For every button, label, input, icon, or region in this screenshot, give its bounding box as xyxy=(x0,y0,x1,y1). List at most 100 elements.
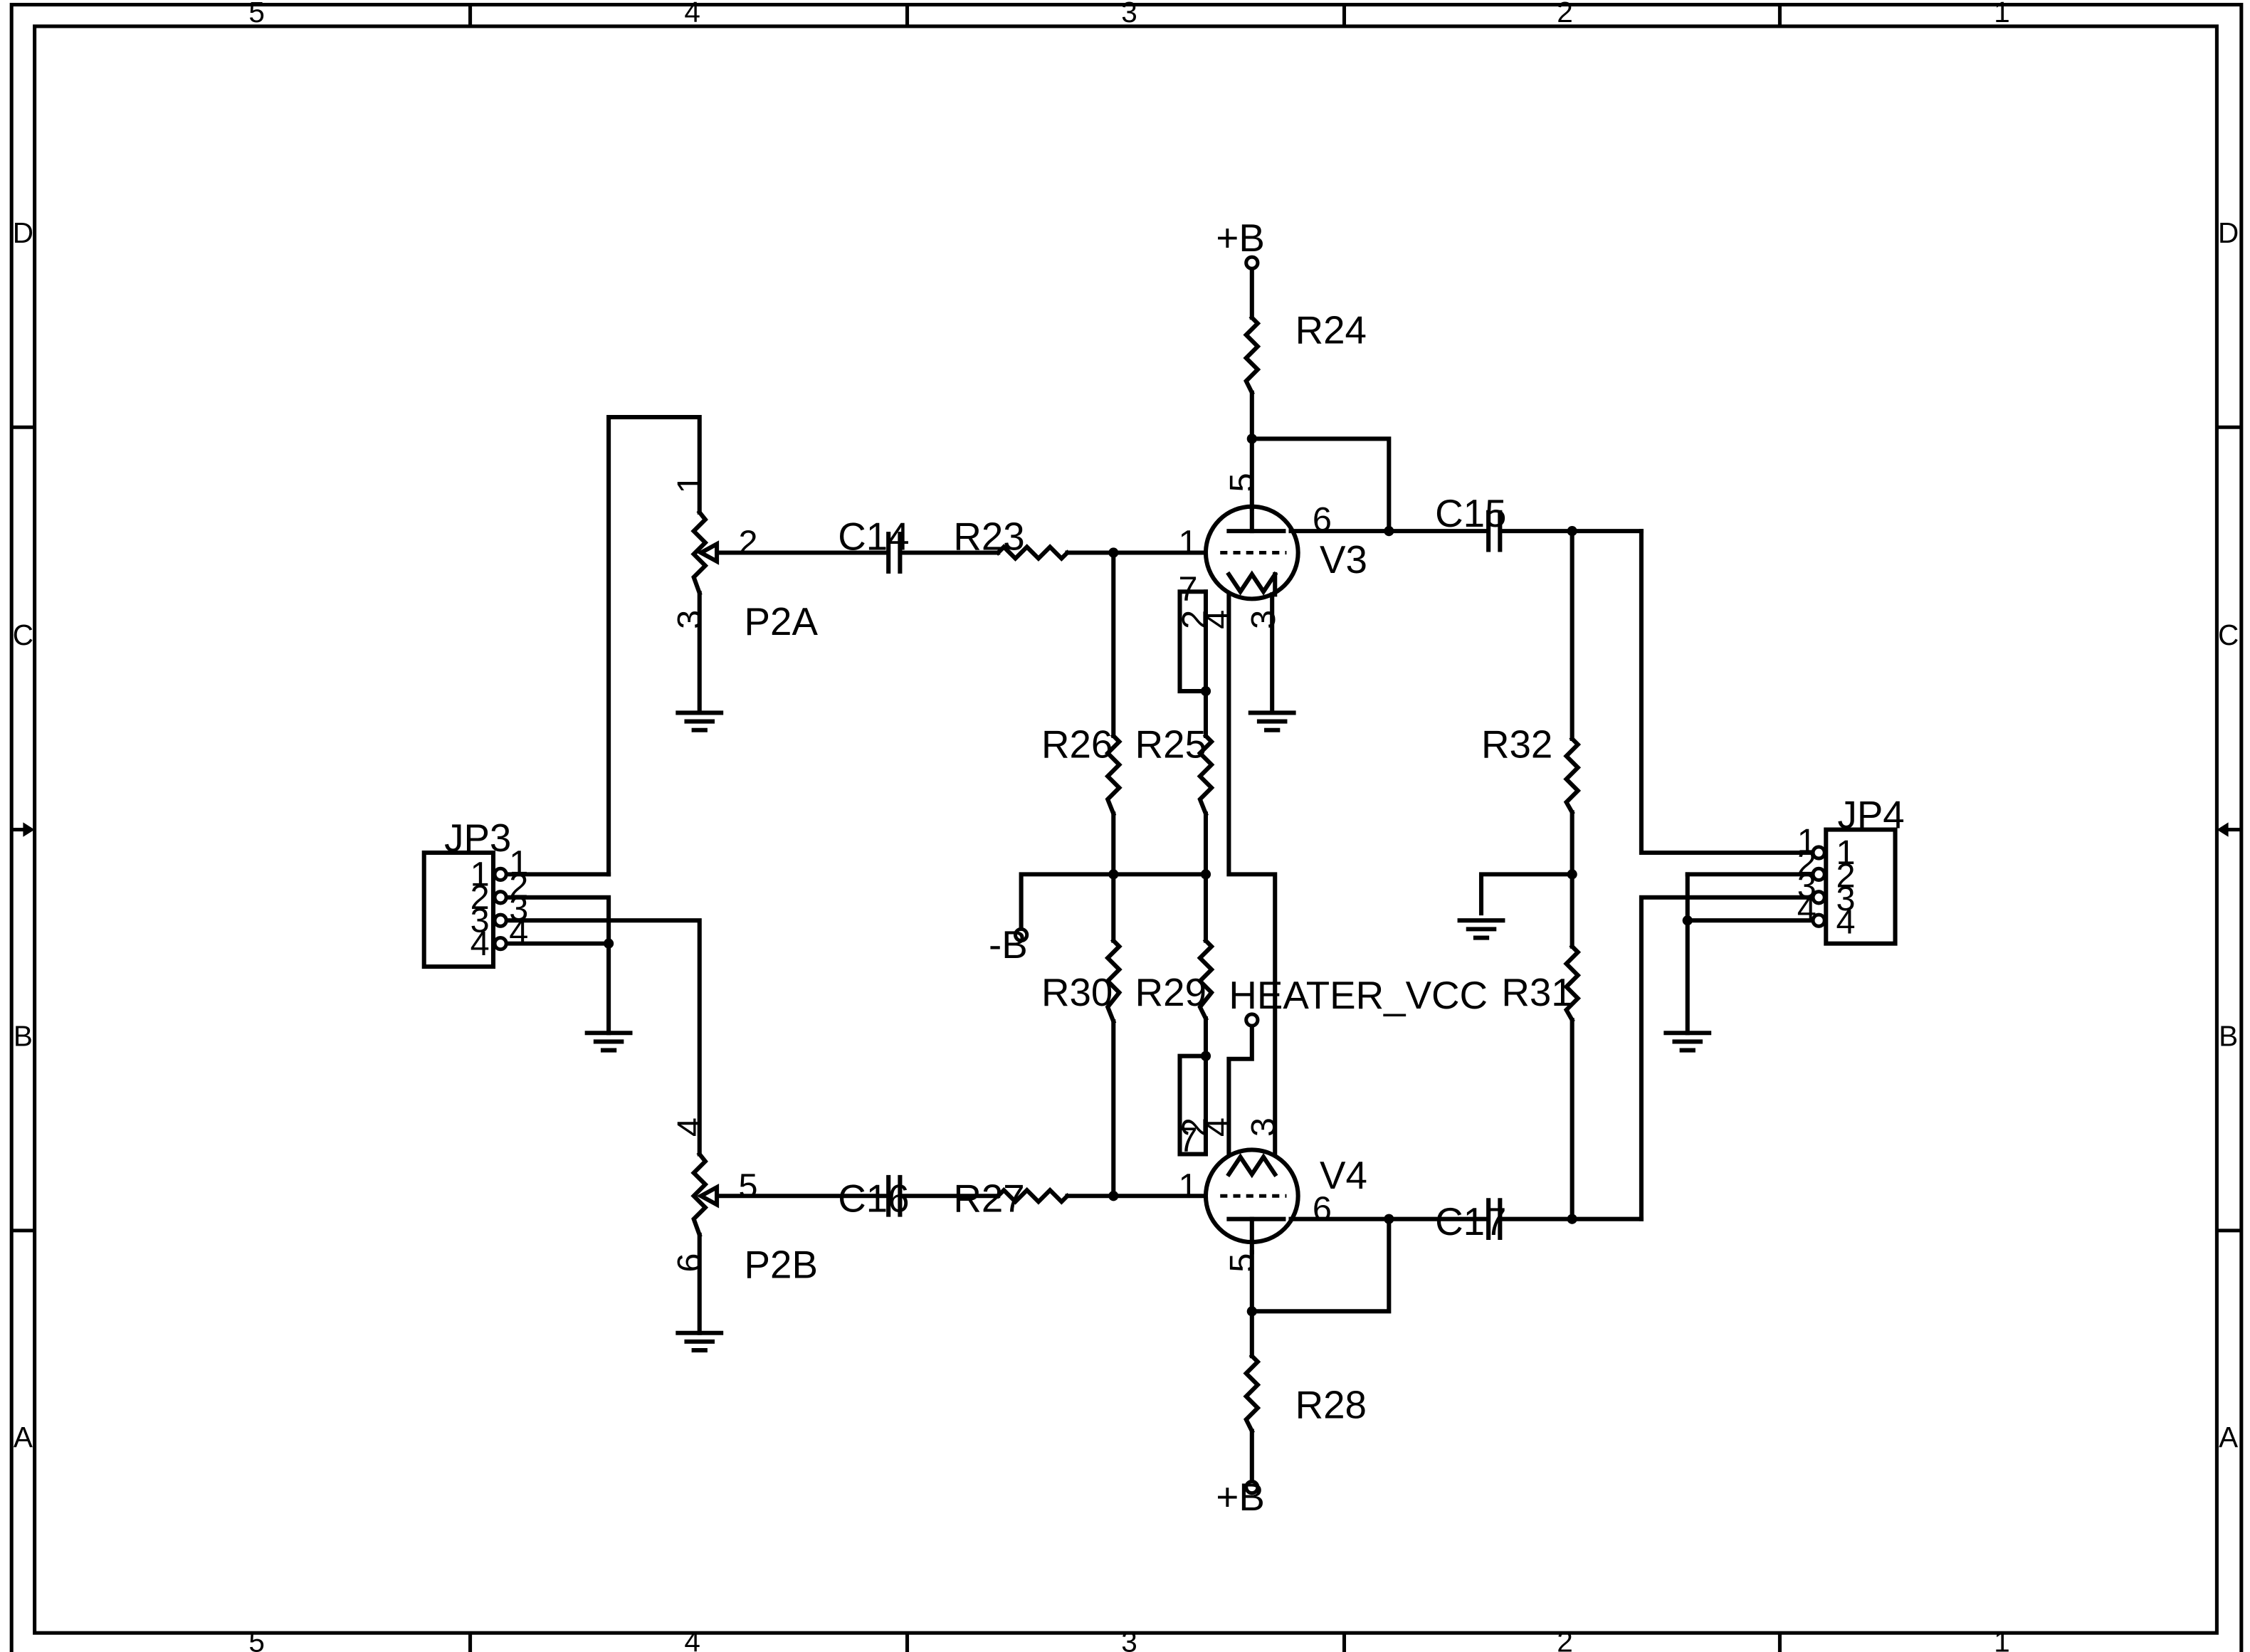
label-r25: R25 xyxy=(1135,722,1207,766)
capacitor-symbols xyxy=(886,510,1503,1241)
label-p2a: P2A xyxy=(745,599,819,643)
label-p2b: P2B xyxy=(745,1243,818,1287)
center-arrow-left xyxy=(23,822,35,837)
zone-col-top-5: 5 xyxy=(248,0,265,28)
b-minus-terminal-icon xyxy=(1013,927,1029,943)
zone-labels: 5 4 3 2 1 5 4 3 2 1 D C B A D C B A xyxy=(13,0,2239,1652)
v4-pin-grid: 1 xyxy=(1178,1167,1197,1205)
tube-v4-symbol xyxy=(1203,1147,1300,1255)
zone-col-bottom-5: 5 xyxy=(248,1626,265,1652)
jp4-inner-pin-2: 2 xyxy=(1836,857,1855,895)
net-b-plus-top: +B xyxy=(1216,216,1264,260)
jp3-inner-pin-3: 3 xyxy=(470,901,490,940)
jp3-body xyxy=(421,850,496,969)
label-r28: R28 xyxy=(1295,1382,1367,1426)
v4-pin-2: 2 xyxy=(1175,1117,1214,1137)
label-r31: R31 xyxy=(1501,970,1572,1014)
p2a-wiper-arrow xyxy=(696,540,720,565)
ground-icon xyxy=(584,1031,633,1053)
resistor-symbols xyxy=(690,314,1582,1434)
jp4-outer-pin-2: 2 xyxy=(1797,843,1817,882)
label-r24: R24 xyxy=(1295,308,1367,352)
label-jp4: JP4 xyxy=(1837,793,1904,837)
b-plus-top-terminal-icon xyxy=(1244,255,1260,270)
p2b-pin-bottom: 6 xyxy=(671,1253,709,1273)
zone-row-left-d: D xyxy=(13,216,33,249)
zone-row-left-c: C xyxy=(13,619,33,651)
jp3-inner-pin-4: 4 xyxy=(470,925,490,963)
net-heater-vcc: HEATER_VCC xyxy=(1229,973,1488,1017)
c17-symbol xyxy=(1486,1198,1503,1241)
label-c16: C16 xyxy=(838,1177,909,1221)
p2b-pin-top: 4 xyxy=(671,1117,709,1137)
heater-terminal-icon xyxy=(1244,1012,1260,1028)
jp4-outer-pin-4: 4 xyxy=(1797,890,1817,928)
ground-icon xyxy=(1663,1031,1712,1053)
p2a-pin-top: 1 xyxy=(671,474,709,493)
label-c14: C14 xyxy=(838,514,909,558)
zone-row-right-c: C xyxy=(2218,619,2239,651)
jp4-outer-pin-1: 1 xyxy=(1797,822,1817,861)
v3-pin-grid: 1 xyxy=(1178,524,1197,562)
jp4-inner-pin-3: 3 xyxy=(1836,880,1855,918)
net-b-plus-bottom: +B xyxy=(1216,1475,1264,1519)
jp3-outer-pin-4: 4 xyxy=(509,913,528,952)
v3-pin-4: 4 xyxy=(1198,610,1236,629)
v3-pin-2: 2 xyxy=(1175,610,1214,629)
tube-v3-symbol xyxy=(1203,504,1300,601)
junction-dots xyxy=(603,433,1693,1317)
r25-symbol xyxy=(1197,732,1215,817)
terminal-rings xyxy=(493,255,1826,1495)
zone-col-top-4: 4 xyxy=(684,0,700,28)
jp4-body xyxy=(1824,827,1898,946)
v4-pin-out: 6 xyxy=(1313,1190,1332,1229)
jp4-outer-pin-3: 3 xyxy=(1797,867,1817,905)
zone-col-top-1: 1 xyxy=(1994,0,2010,28)
label-r30: R30 xyxy=(1041,970,1113,1014)
r28-symbol xyxy=(1243,1352,1261,1434)
label-jp3: JP3 xyxy=(444,816,511,860)
p2b-pin-wiper: 5 xyxy=(738,1167,757,1205)
v4-pin-4: 4 xyxy=(1198,1117,1236,1137)
c14-symbol xyxy=(886,532,903,574)
p2a-symbol xyxy=(690,509,709,596)
label-c15: C15 xyxy=(1435,491,1506,535)
jp4-inner-pin-1: 1 xyxy=(1836,833,1855,872)
ground-icon xyxy=(1457,918,1505,940)
label-r26: R26 xyxy=(1041,722,1113,766)
zone-col-bottom-3: 3 xyxy=(1121,1626,1137,1652)
p2a-pin-bottom: 3 xyxy=(671,610,709,629)
center-arrow-right xyxy=(2217,822,2229,837)
jp3-outer-pin-1: 1 xyxy=(509,843,528,882)
ground-icon xyxy=(675,710,724,732)
label-c17: C17 xyxy=(1435,1199,1506,1243)
zone-row-right-d: D xyxy=(2218,216,2239,249)
label-r29: R29 xyxy=(1135,970,1207,1014)
zone-col-bottom-4: 4 xyxy=(684,1626,700,1652)
r32-symbol xyxy=(1563,735,1582,816)
jp3-outer-pin-2: 2 xyxy=(509,867,528,905)
sheet-border xyxy=(9,2,2244,1652)
c15-symbol xyxy=(1486,510,1503,552)
label-v3: V3 xyxy=(1320,537,1367,582)
r26-symbol xyxy=(1104,732,1123,817)
zone-row-left-a: A xyxy=(14,1421,33,1453)
zone-row-left-b: B xyxy=(14,1020,33,1053)
zone-col-top-2: 2 xyxy=(1557,0,1573,28)
r31-symbol xyxy=(1563,943,1582,1024)
v3-pin-7: 7 xyxy=(1178,569,1197,608)
ground-symbols xyxy=(584,710,1712,1353)
p2b-wiper-arrow xyxy=(696,1183,720,1209)
label-r27: R27 xyxy=(953,1177,1024,1221)
label-v4: V4 xyxy=(1320,1153,1367,1197)
label-r32: R32 xyxy=(1481,722,1552,766)
b-plus-bottom-terminal-icon xyxy=(1244,1479,1260,1495)
net-b-minus: -B xyxy=(989,922,1028,967)
zone-row-right-a: A xyxy=(2219,1421,2238,1453)
v4-pin-plate: 5 xyxy=(1223,1253,1261,1273)
c16-symbol xyxy=(886,1174,903,1217)
v4-pin-3: 3 xyxy=(1244,1117,1283,1137)
jp3-inner-pin-1: 1 xyxy=(470,856,490,894)
r23-symbol xyxy=(994,544,1071,562)
